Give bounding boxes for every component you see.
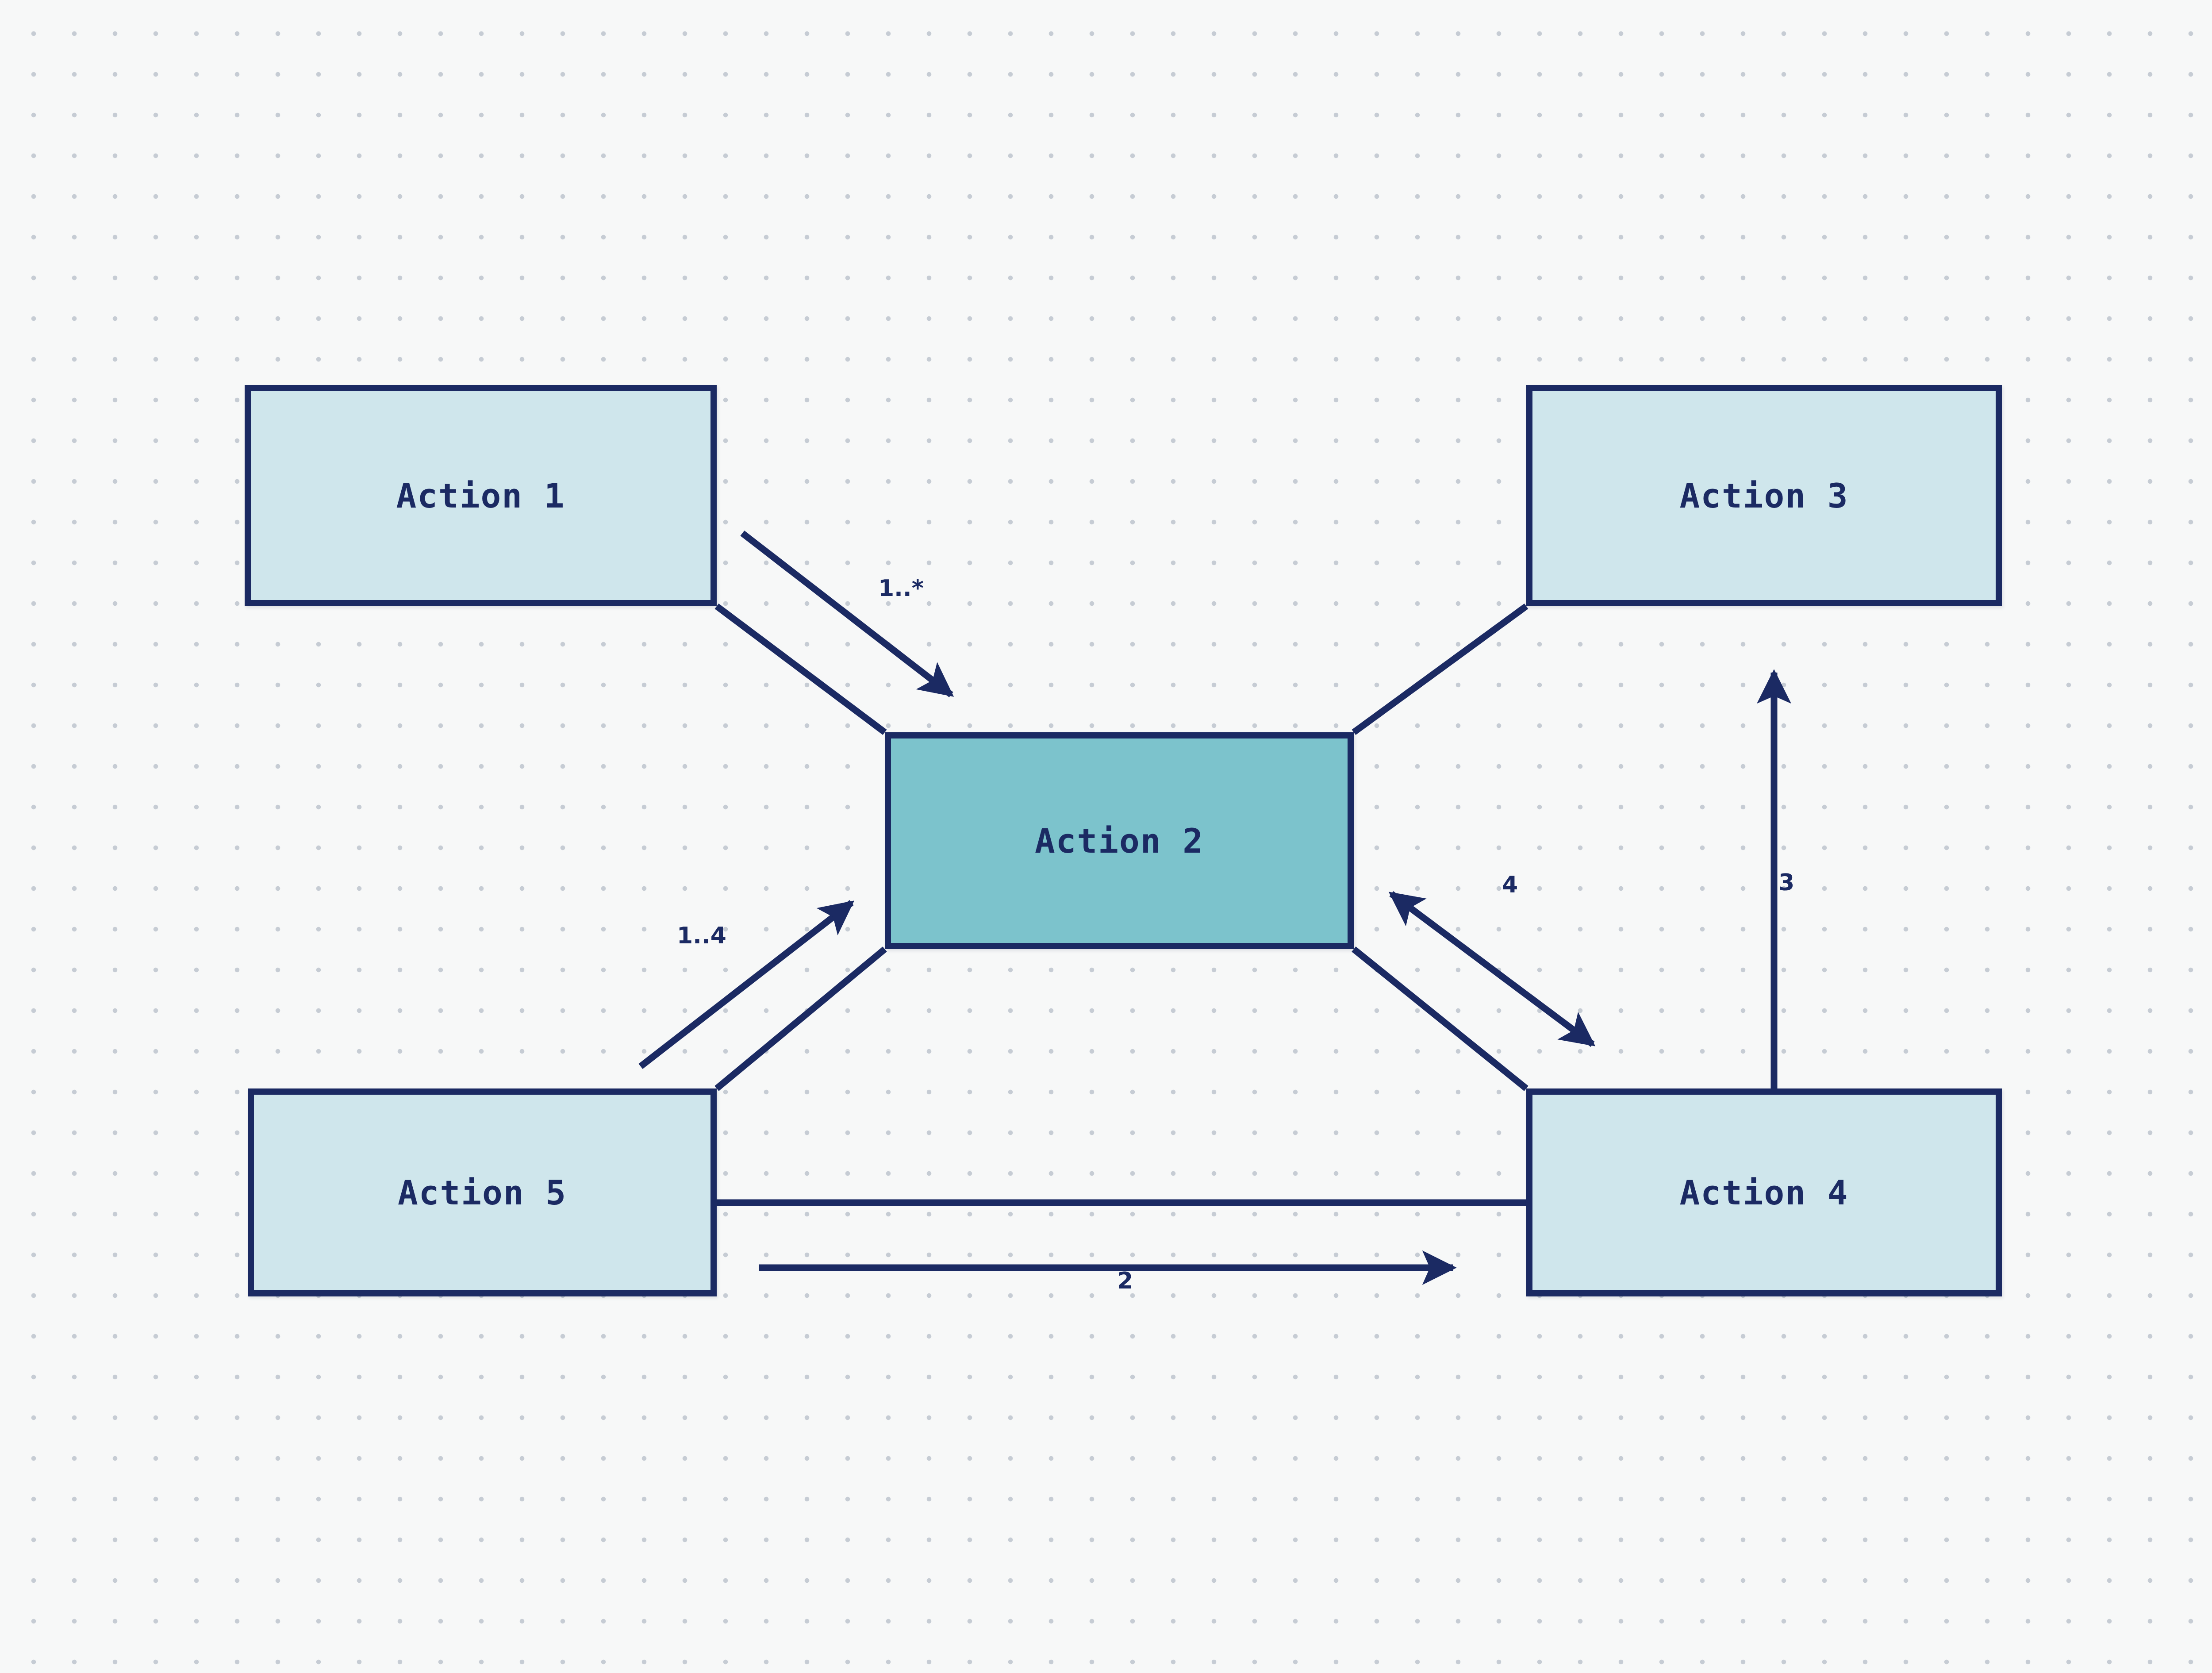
- node-label-action-2: Action 2: [1034, 821, 1204, 861]
- connector-action5-action2: [714, 946, 887, 1091]
- node-label-action-5: Action 5: [397, 1173, 567, 1212]
- edge-label-5-4: 2: [1117, 1268, 1133, 1294]
- edge-label-5-2: 1..4: [677, 923, 726, 949]
- arrow-action5-to-action2: [638, 900, 855, 1069]
- node-label-action-1: Action 1: [396, 476, 565, 515]
- edge-label-2-4: 4: [1502, 872, 1518, 898]
- node-action-5[interactable]: Action 5: [248, 1088, 717, 1296]
- edge-label-4-3: 3: [1778, 869, 1795, 896]
- node-action-4[interactable]: Action 4: [1526, 1088, 2002, 1296]
- connector-action2-action4: [1352, 946, 1528, 1091]
- node-label-action-3: Action 3: [1679, 476, 1849, 515]
- arrow-action2-action4-bidirectional: [1388, 891, 1596, 1047]
- node-label-action-4: Action 4: [1679, 1173, 1849, 1212]
- edge-label-1-2: 1..*: [878, 575, 924, 602]
- node-action-2[interactable]: Action 2: [885, 732, 1354, 949]
- node-action-3[interactable]: Action 3: [1526, 385, 2002, 606]
- node-action-1[interactable]: Action 1: [245, 385, 717, 606]
- connector-action2-action3: [1352, 603, 1528, 735]
- arrow-action1-to-action2: [740, 531, 954, 697]
- connector-action1-action2: [714, 604, 887, 735]
